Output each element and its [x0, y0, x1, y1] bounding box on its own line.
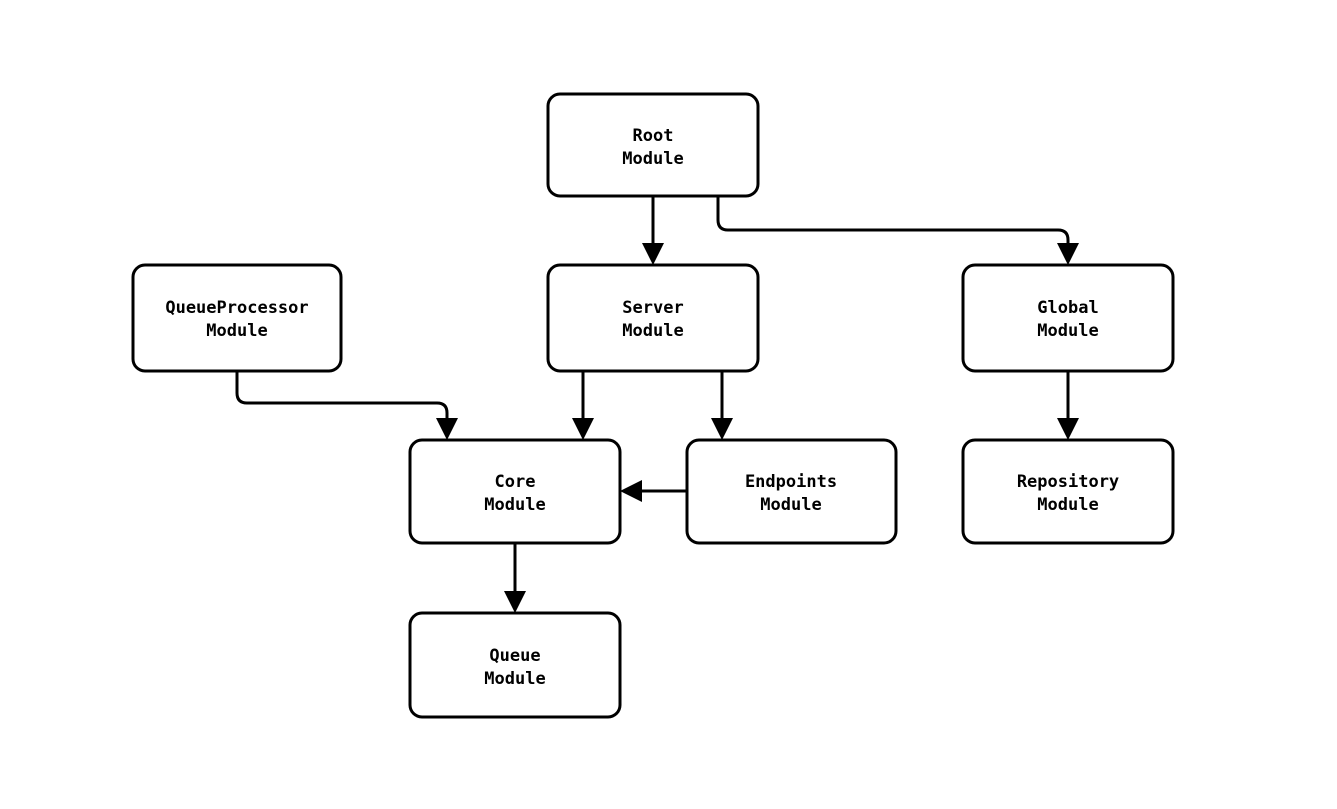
node-global-module-box[interactable]	[961, 263, 1175, 373]
edge-queueprocessor-to-core	[235, 371, 458, 440]
edge-endpoints-to-core	[620, 480, 687, 502]
node-endpoints-module-label-line1: Endpoints	[745, 472, 837, 492]
node-queueprocessor-module-label-line2: Module	[206, 321, 267, 341]
edge-root-to-server	[642, 196, 664, 265]
edge-core-to-queue-arrowhead	[504, 591, 526, 613]
node-queueprocessor-module[interactable]: QueueProcessor Module	[131, 263, 343, 373]
edge-queueprocessor-to-core-line	[235, 371, 449, 424]
node-root-module-label-line1: Root	[633, 126, 674, 146]
node-layer: Root Module QueueProcessor Module Server…	[131, 92, 1175, 719]
node-server-module-label-line2: Module	[622, 321, 683, 341]
edge-server-to-endpoints	[711, 371, 733, 440]
node-root-module-label-line2: Module	[622, 149, 683, 169]
node-core-module-label-line1: Core	[495, 472, 536, 492]
node-global-module-label-line2: Module	[1037, 321, 1098, 341]
node-core-module-box[interactable]	[408, 438, 622, 545]
node-queue-module-label-line1: Queue	[489, 646, 540, 666]
edge-server-to-core-arrowhead	[572, 418, 594, 440]
node-queue-module-box[interactable]	[408, 611, 622, 719]
edge-layer	[235, 196, 1079, 613]
node-queueprocessor-module-label-line1: QueueProcessor	[165, 298, 308, 318]
node-endpoints-module-label-line2: Module	[760, 495, 821, 515]
node-repository-module-label-line2: Module	[1037, 495, 1098, 515]
node-server-module-label-line1: Server	[622, 298, 683, 318]
edge-queueprocessor-to-core-arrowhead	[436, 418, 458, 440]
node-core-module-label-line2: Module	[484, 495, 545, 515]
edge-root-to-global	[716, 196, 1079, 265]
node-root-module-box[interactable]	[546, 92, 760, 198]
node-endpoints-module[interactable]: Endpoints Module	[685, 438, 898, 545]
node-core-module[interactable]: Core Module	[408, 438, 622, 545]
edge-server-to-endpoints-arrowhead	[711, 418, 733, 440]
edge-global-to-repository-arrowhead	[1057, 418, 1079, 440]
node-server-module[interactable]: Server Module	[546, 263, 760, 373]
node-repository-module-box[interactable]	[961, 438, 1175, 545]
edge-server-to-core	[572, 371, 594, 440]
node-server-module-box[interactable]	[546, 263, 760, 373]
node-endpoints-module-box[interactable]	[685, 438, 898, 545]
node-global-module-label-line1: Global	[1037, 298, 1098, 318]
edge-global-to-repository	[1057, 371, 1079, 440]
node-root-module[interactable]: Root Module	[546, 92, 760, 198]
edge-root-to-server-arrowhead	[642, 243, 664, 265]
node-queue-module[interactable]: Queue Module	[408, 611, 622, 719]
edge-root-to-global-line	[716, 196, 1070, 249]
edge-core-to-queue	[504, 543, 526, 613]
node-queue-module-label-line2: Module	[484, 669, 545, 689]
node-repository-module[interactable]: Repository Module	[961, 438, 1175, 545]
node-queueprocessor-module-box[interactable]	[131, 263, 343, 373]
edge-endpoints-to-core-arrowhead	[620, 480, 642, 502]
edge-root-to-global-arrowhead	[1057, 243, 1079, 265]
node-global-module[interactable]: Global Module	[961, 263, 1175, 373]
node-repository-module-label-line1: Repository	[1017, 472, 1119, 492]
